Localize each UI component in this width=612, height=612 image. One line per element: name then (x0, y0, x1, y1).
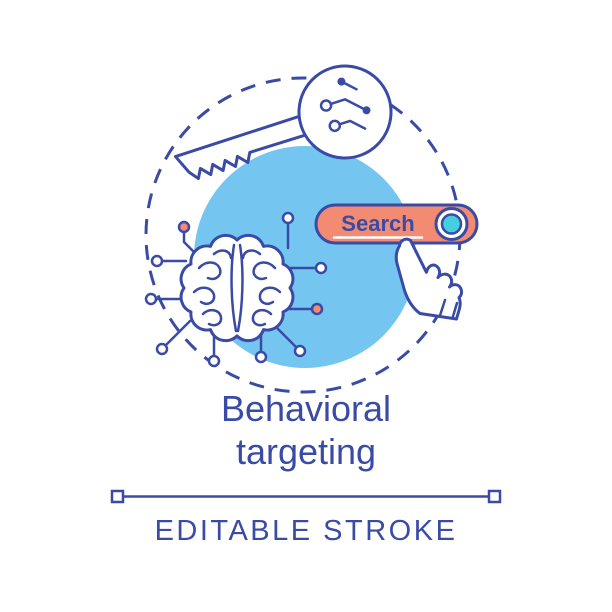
key-shaft (173, 107, 331, 181)
circuit-node (314, 261, 328, 275)
circuit-node (254, 350, 268, 364)
circuit-trace (182, 230, 199, 257)
circuit-node (144, 292, 158, 306)
brain-fissure (230, 243, 238, 333)
circuit-node (281, 211, 295, 225)
brain-gyrus (258, 286, 282, 305)
search-button-inner (440, 213, 463, 235)
search-label: Search (341, 211, 414, 236)
circuit-node (319, 99, 333, 112)
key-head (297, 64, 393, 160)
circuit-trace (338, 119, 367, 130)
footer-rule-endcap-left (110, 489, 125, 504)
footer-rule-endcap-right (487, 489, 502, 504)
circuit-node (155, 342, 169, 356)
brain-gyrus (201, 308, 223, 327)
footer-label: EDITABLE STROKE (155, 515, 458, 547)
brain-gyrus (212, 249, 233, 260)
brain-fissure (236, 243, 244, 333)
brain-gyrus (251, 308, 273, 327)
hand-cuff-line (451, 301, 459, 320)
brain-gyrus (252, 261, 277, 281)
circuit-dot (362, 106, 371, 115)
circuit-node-accent (310, 302, 324, 316)
hand-cursor-icon (394, 237, 464, 321)
search-bar-pill (314, 203, 479, 245)
circuit-node (150, 254, 164, 268)
circuit-trace (164, 319, 192, 347)
circuit-node (207, 354, 221, 368)
title-line-2: targeting (236, 431, 376, 472)
footer-rule (110, 489, 502, 504)
circuit-trace (343, 82, 358, 91)
search-bar: Search (314, 203, 479, 245)
circuit-trace (329, 98, 364, 110)
circuit-node (328, 119, 342, 133)
circuit-trace (275, 326, 298, 349)
title-line-1: Behavioral (221, 388, 391, 429)
key-icon (173, 64, 393, 181)
circuit-node-accent (177, 220, 191, 234)
brain-gyrus (192, 286, 216, 305)
hand-outline (394, 237, 464, 321)
circuit-dot (337, 77, 346, 86)
circuit-node (293, 344, 307, 358)
hand-cuff-line (438, 298, 447, 317)
brain-gyrus (241, 249, 262, 260)
brain-circuit-icon (144, 211, 328, 368)
brain-gyrus (197, 261, 222, 281)
